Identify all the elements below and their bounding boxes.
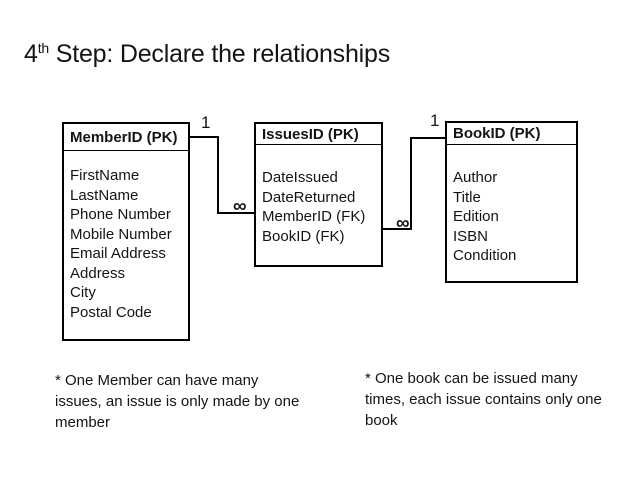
field-row: Edition [453,208,499,225]
entity-member-title: MemberID (PK) [64,124,188,151]
entity-book-title: BookID (PK) [447,123,576,145]
entity-issues-title: IssuesID (PK) [256,124,381,145]
cardinality-one-label: 1 [201,113,211,132]
field-row: Author [453,169,498,186]
entity-book-table: BookID (PK) Author Title Edition ISBN Co… [445,121,578,283]
entity-book-fields: Author Title Edition ISBN Condition [447,145,576,266]
field-row: MemberID (FK) [262,208,366,225]
note-line: issues, an issue is only made by one [55,393,300,410]
field-row: DateReturned [262,188,356,206]
entity-issues-fields: DateIssued DateReturned MemberID (FK) Bo… [256,145,381,246]
field-row: City [70,284,96,301]
connector-book-issues-segment [410,137,445,139]
note-book-relationship: * One book can be issued many times, eac… [365,368,602,431]
field-row: Title [453,188,481,206]
field-row: Postal Code [70,303,152,321]
cardinality-one-label: 1 [430,111,440,130]
entity-member-table: MemberID (PK) FirstName LastName Phone N… [62,122,190,341]
cardinality-many-label: ∞ [233,196,247,217]
entity-member-fields: FirstName LastName Phone Number Mobile N… [64,151,188,322]
connector-book-issues-segment [383,228,412,230]
connector-member-issues-segment [217,136,219,214]
entity-issues-table: IssuesID (PK) DateIssued DateReturned Me… [254,122,383,267]
note-member-relationship: * One Member can have many issues, an is… [55,370,299,433]
field-row: BookID (FK) [262,227,345,245]
connector-member-issues-segment [217,212,255,214]
field-row: FirstName [70,167,140,184]
page-title-number: 4 [24,40,38,68]
connector-book-issues-segment [410,137,412,230]
page-title-superscript: th [37,40,49,56]
note-line: member [55,414,111,431]
field-row: LastName [70,186,139,204]
note-line: times, each issue contains only one [365,391,602,408]
field-row: Email Address [70,245,166,262]
note-line: book [365,412,398,429]
page-title-text: Step: Declare the relationships [49,40,391,68]
note-line: * One book can be issued many [365,370,578,387]
field-row: Address [70,264,126,282]
field-row: ISBN [453,227,489,245]
cardinality-many-label: ∞ [396,213,410,234]
page-title: 4th Step: Declare the relationships [24,40,390,69]
connector-member-issues-segment [189,136,219,138]
note-line: * One Member can have many [55,372,259,389]
field-row: Condition [453,247,517,264]
field-row: DateIssued [262,169,338,186]
field-row: Phone Number [70,206,171,223]
field-row: Mobile Number [70,225,172,243]
